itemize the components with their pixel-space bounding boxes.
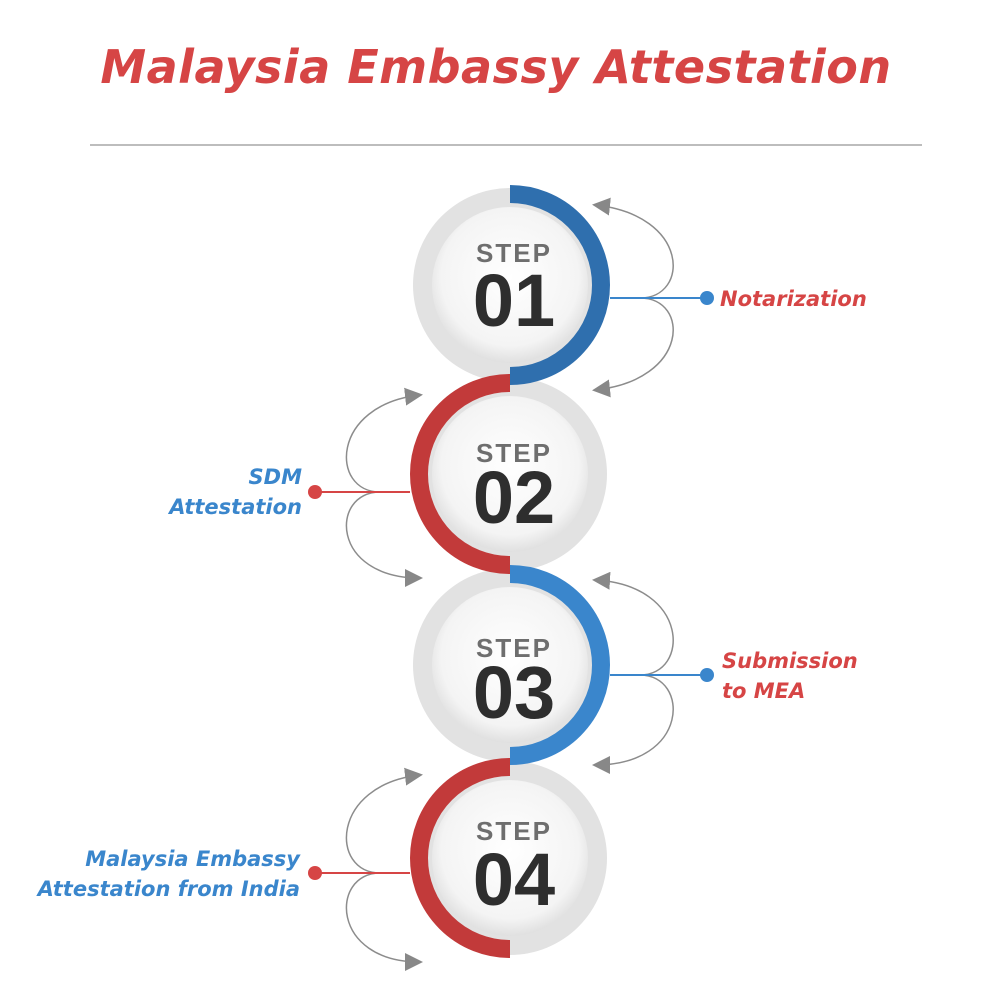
- step-2-number: 02: [473, 456, 555, 539]
- step-1-word: STEP: [476, 238, 552, 268]
- disc-3: [432, 587, 588, 743]
- step-2-label: SDM Attestation: [100, 462, 302, 522]
- disc-4: [432, 780, 588, 936]
- dot-4: [308, 866, 322, 880]
- dot-3: [700, 668, 714, 682]
- step-4-number: 04: [473, 838, 555, 921]
- dot-2: [308, 485, 322, 499]
- step-texts: STEP 01 STEP 02 STEP 03 STEP 04: [473, 238, 555, 921]
- step-4-word: STEP: [476, 816, 552, 846]
- dot-1: [700, 291, 714, 305]
- arc-step-2: [410, 374, 511, 574]
- page-title: Malaysia Embassy Attestation: [100, 40, 892, 94]
- arrow-2-top: [345, 387, 423, 493]
- colored-arcs: [410, 185, 610, 958]
- step-2-label-line-2: Attestation: [169, 495, 302, 519]
- disc-2: [432, 396, 588, 552]
- step-1-number: 01: [473, 259, 555, 342]
- step-3-label-line-1: Submission: [722, 649, 858, 673]
- arrow-3-top: [592, 571, 674, 676]
- disc-1: [432, 207, 588, 363]
- step-4-label-line-2: Attestation from India: [37, 877, 300, 901]
- step-1-label: Notarization: [720, 284, 867, 314]
- step-3-label: Submission to MEA: [722, 646, 858, 706]
- arc-step-1: [509, 185, 610, 385]
- arrow-4-top: [345, 767, 423, 874]
- arc-step-4: [410, 758, 511, 958]
- step-3-number: 03: [473, 651, 555, 734]
- inner-discs: [432, 207, 588, 936]
- step-1-label-line-1: Notarization: [720, 287, 867, 311]
- divider: [90, 144, 922, 146]
- arrow-4-bottom: [345, 872, 423, 971]
- arrow-1-top: [592, 197, 674, 299]
- cycle-arrows: [345, 197, 674, 971]
- step-3-word: STEP: [476, 633, 552, 663]
- step-3-label-line-2: to MEA: [722, 679, 806, 703]
- step-2-label-line-1: SDM: [248, 465, 302, 489]
- arrow-2-bottom: [345, 491, 423, 587]
- arc-step-3: [509, 565, 610, 765]
- arrow-3-bottom: [592, 674, 674, 774]
- step-4-label: Malaysia Embassy Attestation from India: [20, 844, 300, 904]
- step-2-word: STEP: [476, 438, 552, 468]
- step-4-label-line-1: Malaysia Embassy: [85, 847, 300, 871]
- arrow-1-bottom: [592, 297, 674, 398]
- connectors: [308, 291, 714, 880]
